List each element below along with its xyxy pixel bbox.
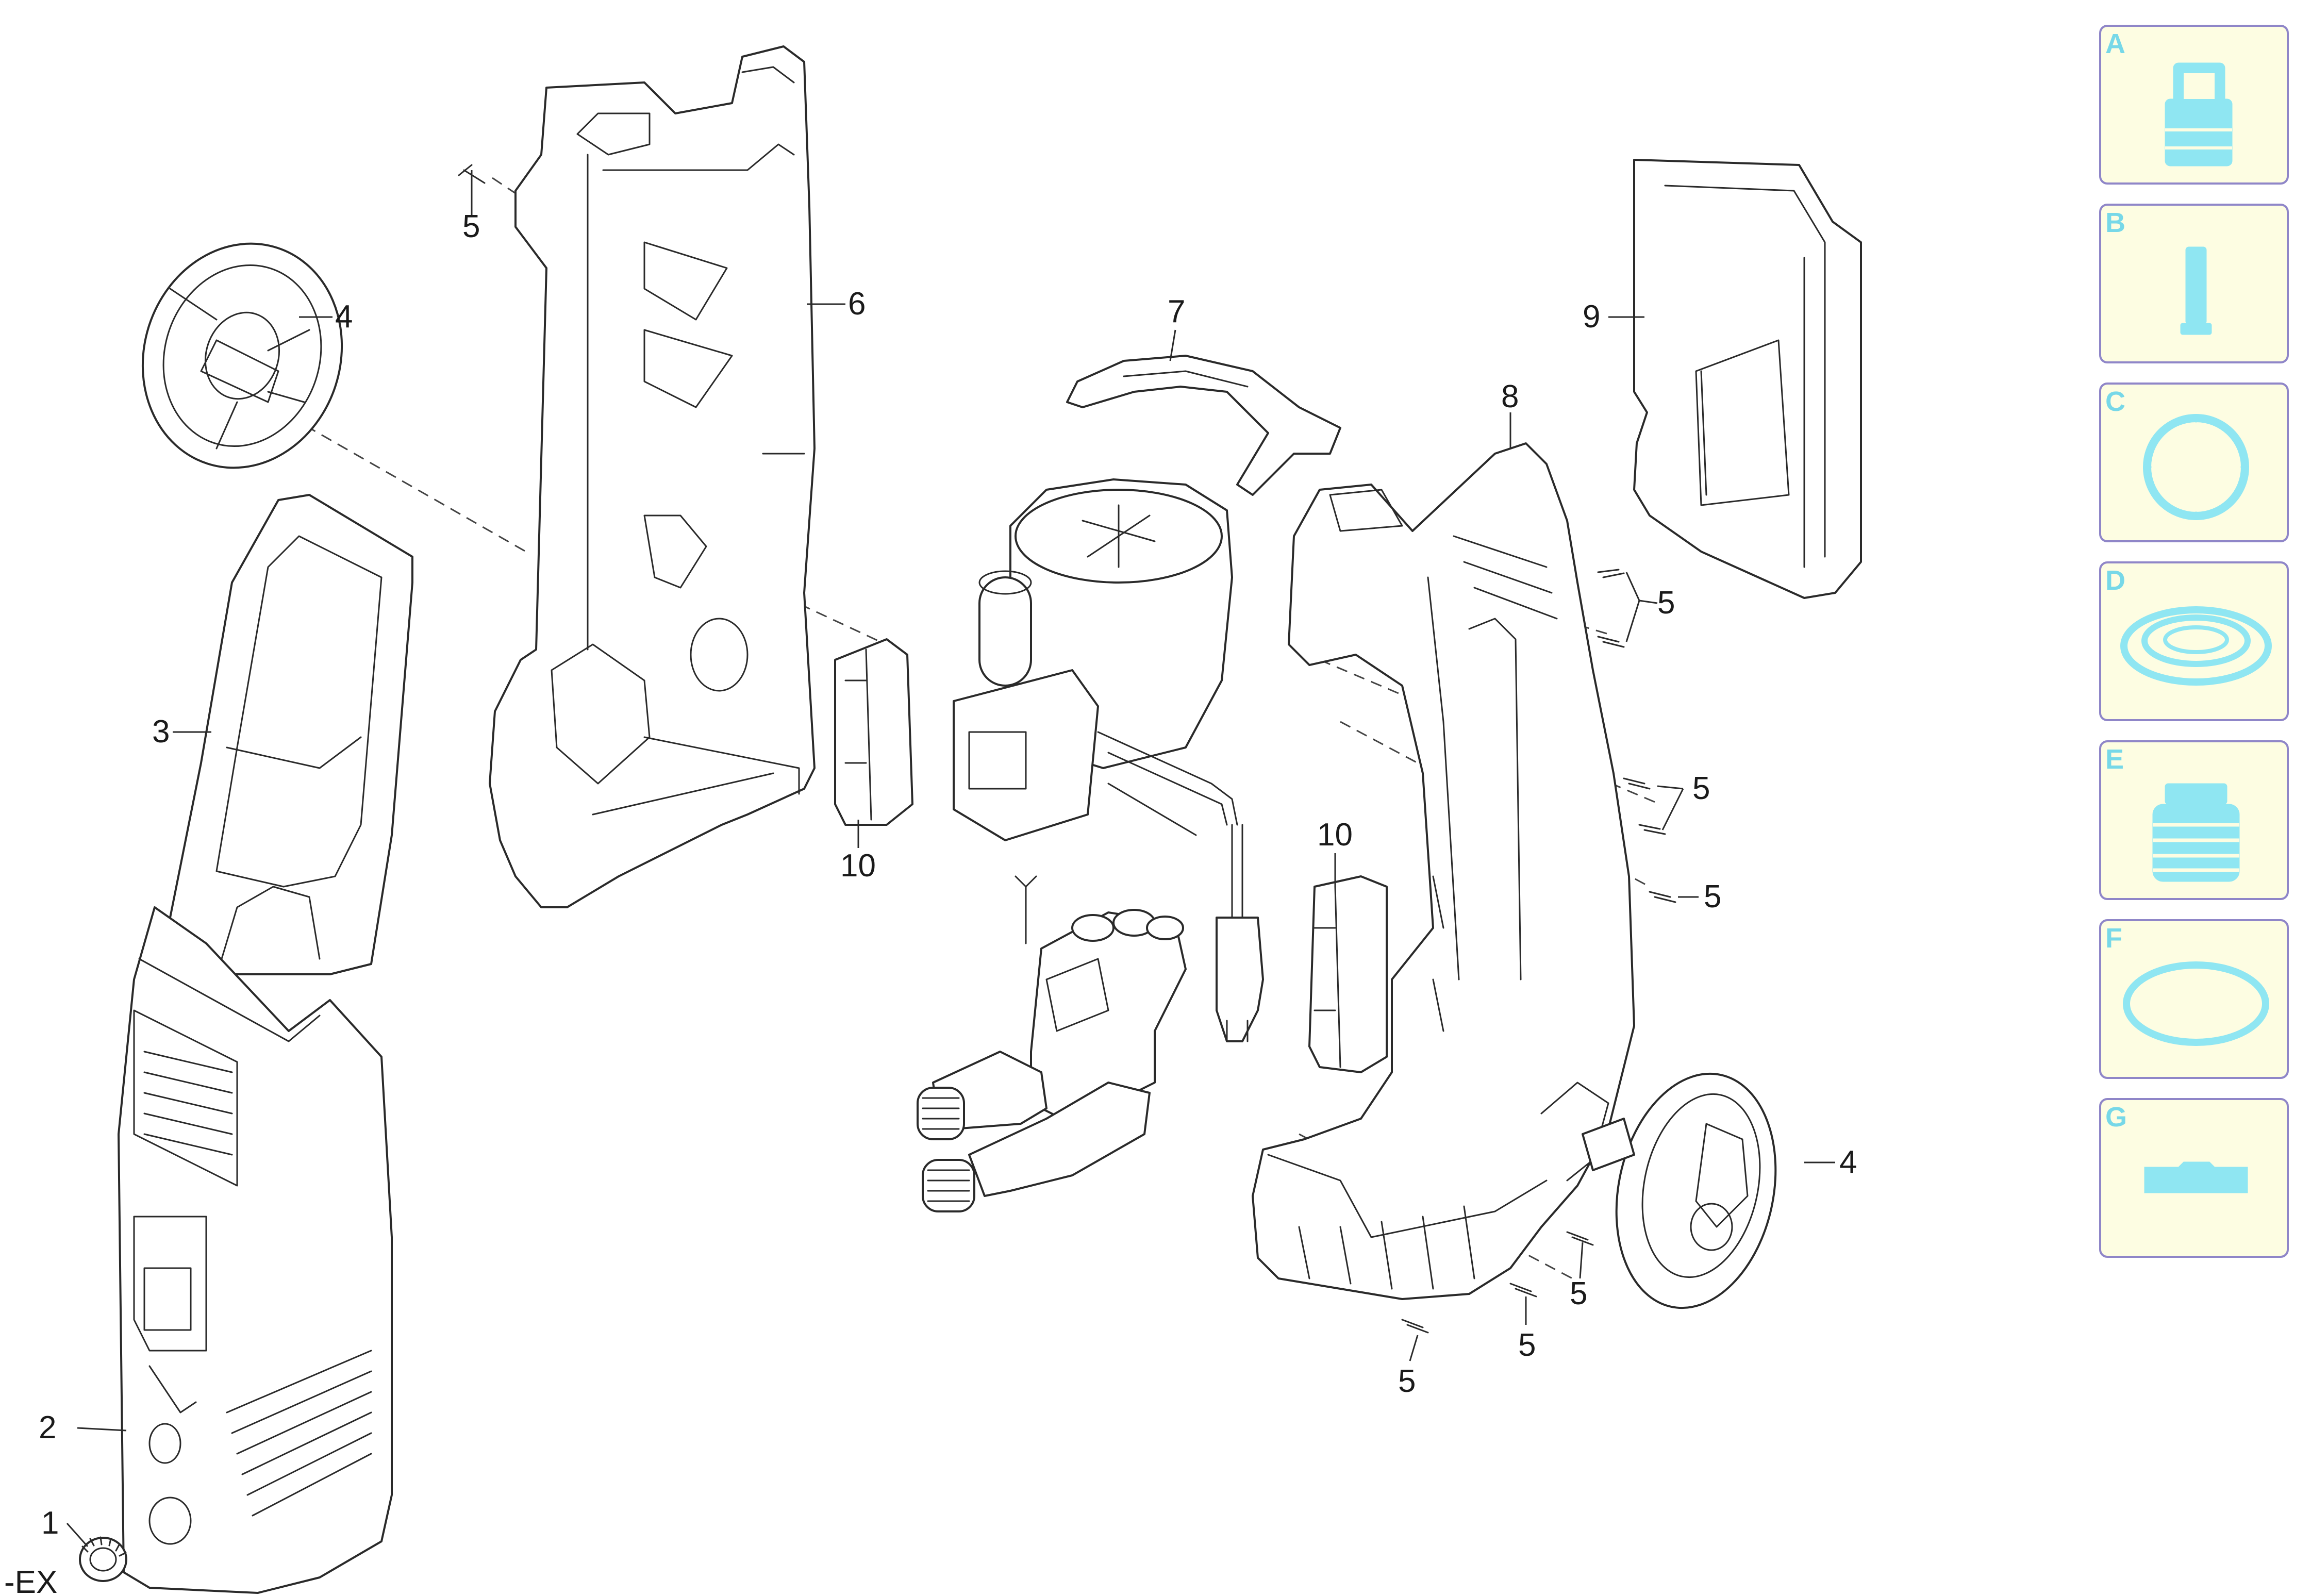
front-cover-part: [169, 494, 413, 975]
part-label-10-left: 10: [840, 848, 876, 884]
part-label-5-e: 5: [1570, 1276, 1587, 1311]
part-label-10-right: 10: [1317, 817, 1353, 853]
part-label-8: 8: [1501, 379, 1519, 414]
part-label-6: 6: [848, 286, 866, 322]
connector-fitting-icon: [2165, 62, 2233, 167]
rear-panel-part: [1633, 159, 1862, 599]
legend-letter-e: E: [2105, 744, 2124, 775]
legend-letter-b: B: [2105, 207, 2125, 238]
legend-letter-f: F: [2105, 923, 2122, 954]
wheel-left-part: [141, 242, 343, 469]
legend-key-f[interactable]: F: [2099, 919, 2289, 1079]
legend-key-g[interactable]: G: [2099, 1098, 2289, 1258]
pump-head-assembly: [917, 875, 1187, 1212]
legend-letter-a: A: [2105, 28, 2125, 59]
legend-letter-g: G: [2105, 1102, 2127, 1133]
part-label-7: 7: [1168, 294, 1185, 329]
clip-right-part: [1308, 875, 1388, 1073]
o-ring-gasket-icon: [2143, 414, 2249, 520]
front-body-part: [118, 906, 393, 1594]
legend-key-b[interactable]: B: [2099, 204, 2289, 363]
legend-letter-c: C: [2105, 386, 2125, 417]
right-housing-part: [1252, 442, 1635, 1300]
part-label-5-b: 5: [1657, 585, 1675, 621]
part-label-2: 2: [39, 1410, 56, 1445]
top-bracket-part: [1066, 355, 1341, 496]
flat-ring-icon: [2123, 961, 2269, 1046]
part-label-1: 1: [41, 1505, 59, 1541]
seal-ring-icon: [2120, 606, 2272, 686]
slider-block-icon: [2144, 1161, 2248, 1193]
part-label-5-a: 5: [462, 209, 480, 244]
part-label-5-f: 5: [1518, 1327, 1536, 1363]
part-label-9: 9: [1583, 299, 1600, 335]
part-label-4-right: 4: [1839, 1144, 1857, 1180]
legend-key-a[interactable]: A: [2099, 25, 2289, 185]
part-label-3: 3: [152, 714, 170, 750]
wheel-right-part: [1582, 1072, 1777, 1309]
filter-cartridge-icon: [2180, 246, 2212, 335]
nut-part: [79, 1536, 127, 1582]
threaded-bushing-icon: [2152, 783, 2240, 882]
part-label-5-d: 5: [1704, 879, 1721, 915]
legend-key-d[interactable]: D: [2099, 561, 2289, 721]
legend-letter-d: D: [2105, 565, 2125, 596]
part-label-5-c: 5: [1692, 771, 1710, 806]
screws-group: [458, 164, 1676, 1334]
rear-housing-part: [489, 45, 816, 908]
screw-icon: [458, 164, 486, 184]
legend-key-c[interactable]: C: [2099, 383, 2289, 542]
part-label-5-g: 5: [1398, 1364, 1416, 1399]
part-labels: 1 2 3 4 5 6 7 8 9 10 10 5 5 5 4 5 5 5 -E…: [4, 209, 1857, 1596]
legend-key-e[interactable]: E: [2099, 740, 2289, 900]
motor-assembly: [953, 478, 1264, 1042]
model-suffix-label: -EX: [4, 1565, 57, 1596]
clip-left-part: [834, 638, 913, 826]
part-label-4-left: 4: [335, 299, 353, 335]
leader-lines: [66, 170, 1835, 1547]
